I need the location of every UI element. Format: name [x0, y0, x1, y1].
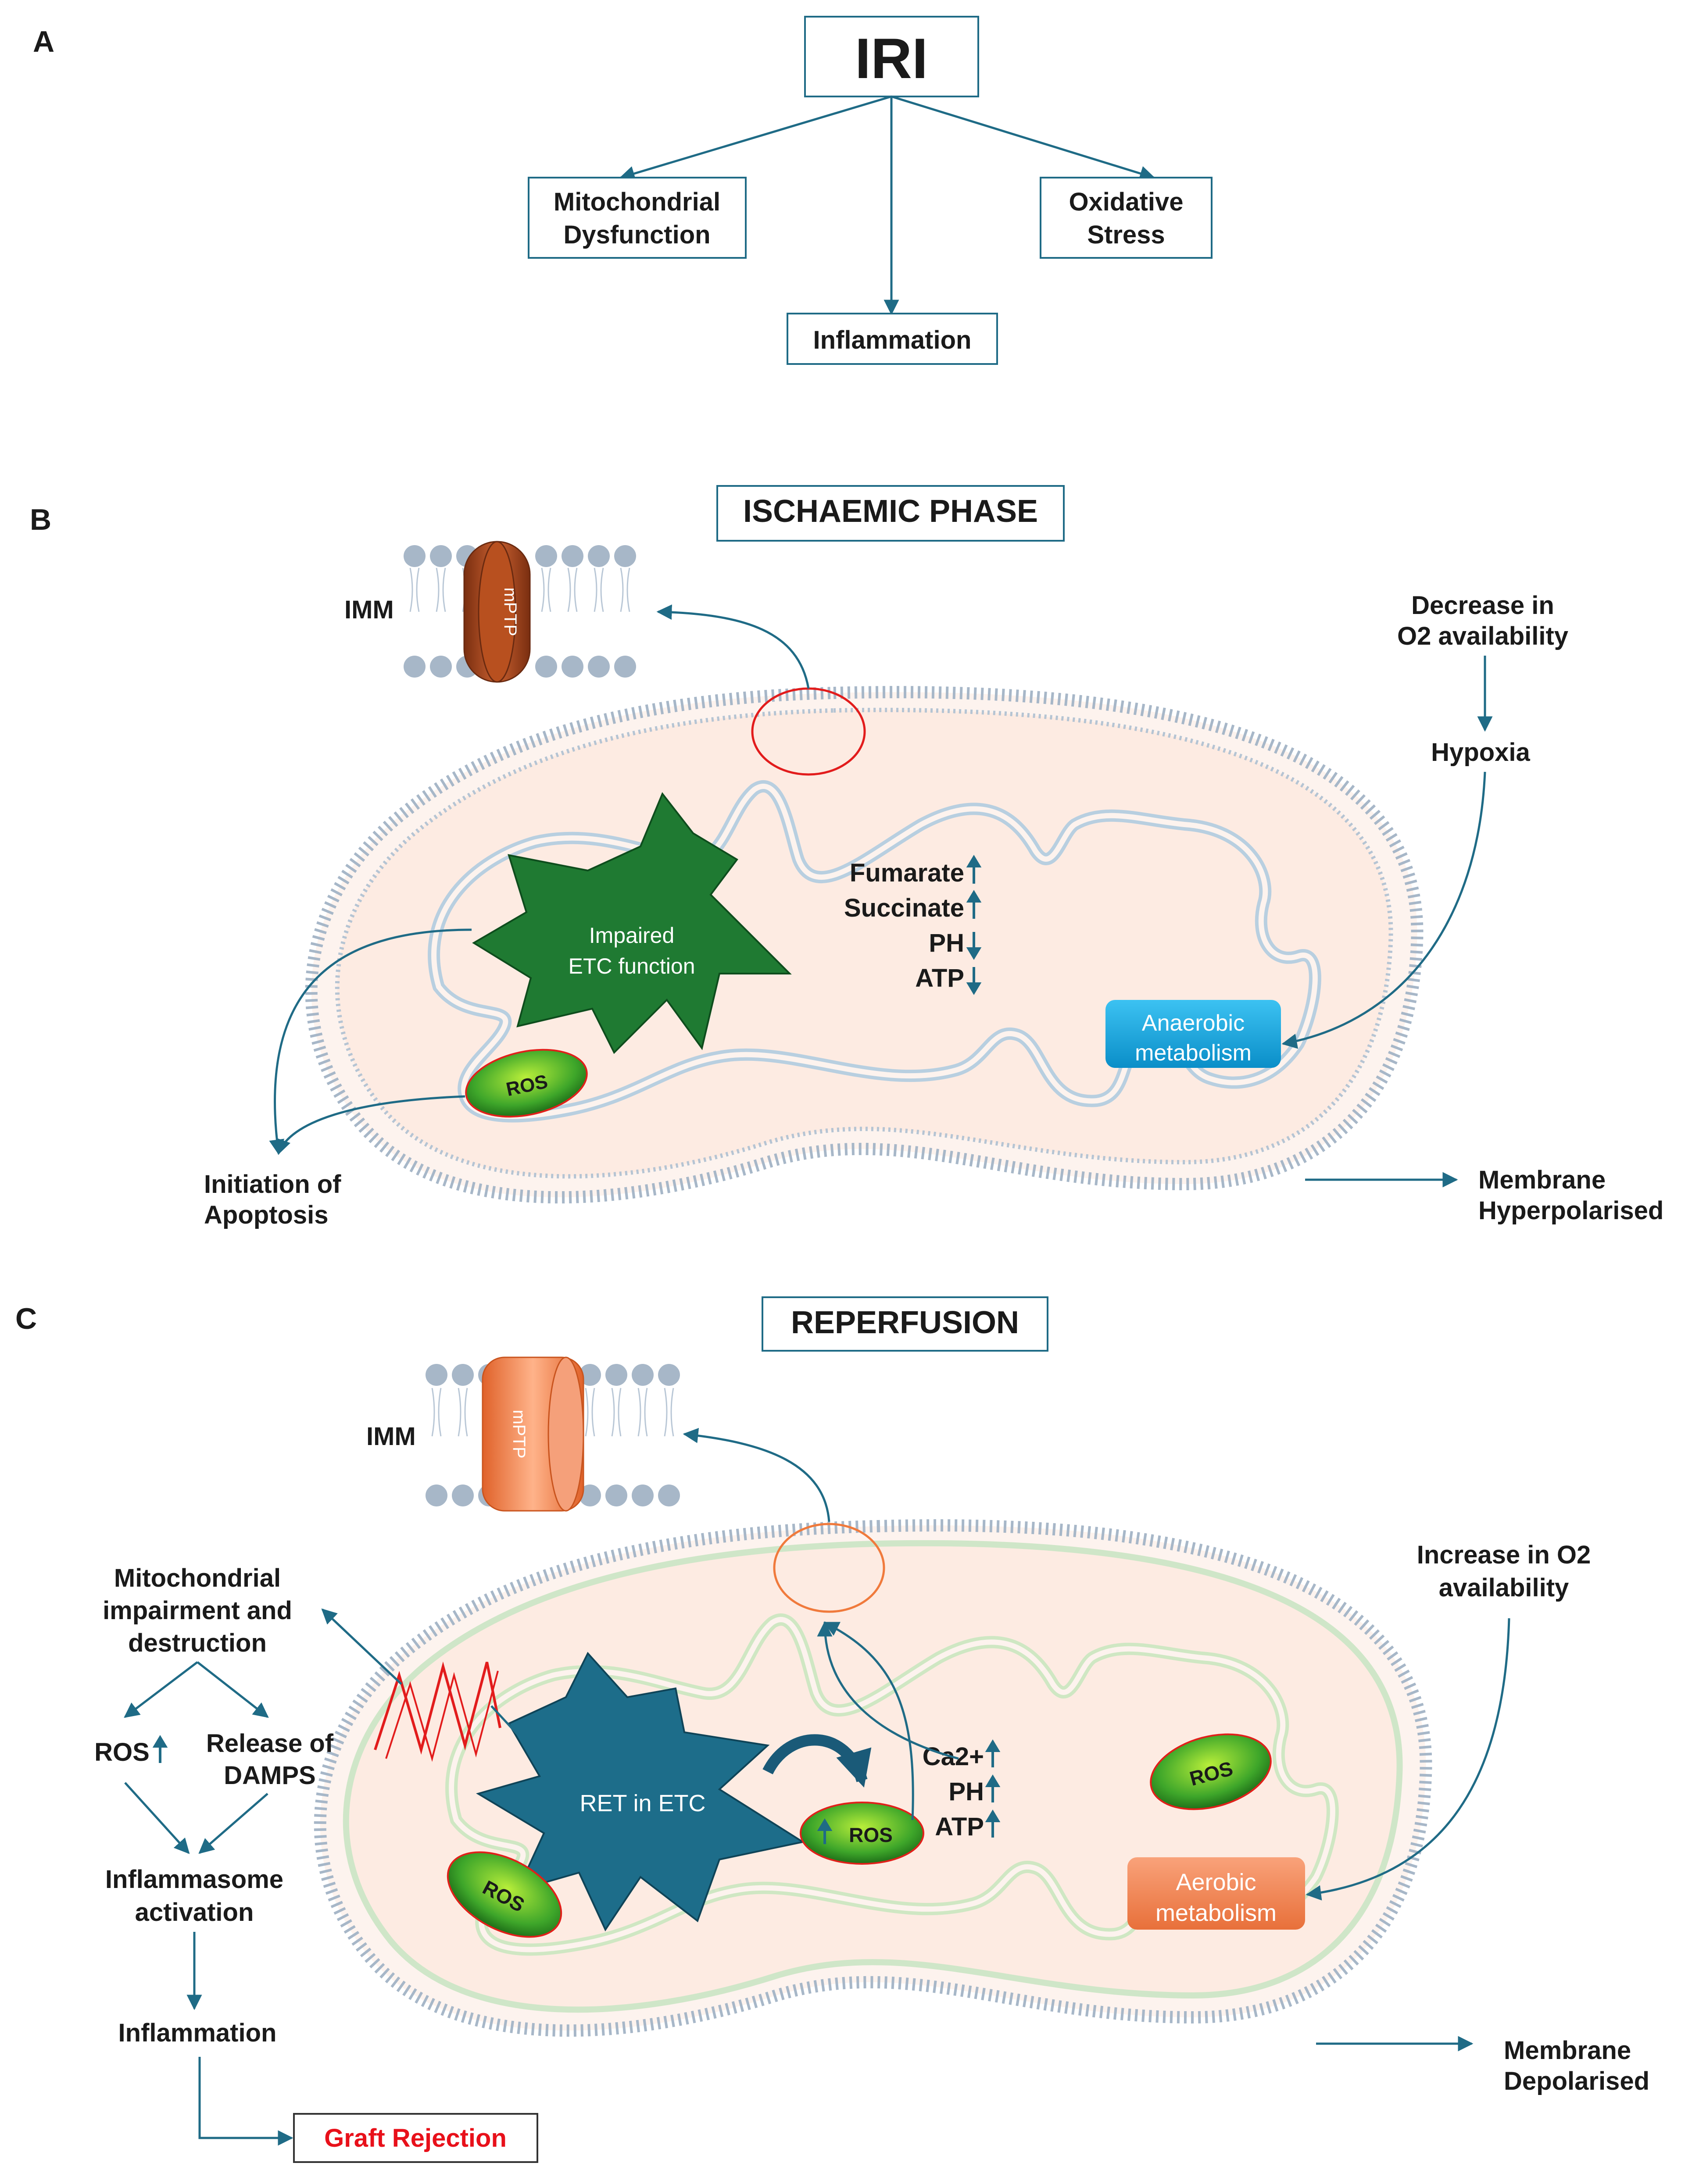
node-oxidative-stress: Oxidative Stress	[1040, 177, 1213, 259]
metabolite-atp: ATP	[915, 964, 964, 992]
metabolite-list-reperfusion: Ca2+ PH ATP	[923, 1739, 1001, 1841]
hypoxia-label: Hypoxia	[1431, 738, 1530, 767]
membrane-depolarised-label-2: Depolarised	[1504, 2067, 1649, 2095]
svg-text:Graft Rejection: Graft Rejection	[324, 2124, 507, 2152]
ros-left: ROS	[447, 1851, 562, 1938]
apoptosis-label-2: Apoptosis	[204, 1201, 329, 1229]
impairment-label-3: destruction	[128, 1629, 267, 1657]
metabolite-fumarate: Fumarate	[850, 859, 964, 887]
impairment-label-2: impairment and	[103, 1596, 292, 1625]
mitochondrion-ischaemic	[305, 686, 1424, 1204]
apoptosis-label: Initiation of	[204, 1170, 341, 1199]
aerobic-metabolism-box: Aerobic metabolism	[1127, 1857, 1305, 1930]
impairment-label: Mitochondrial	[114, 1564, 281, 1592]
svg-text:ETC function: ETC function	[568, 954, 695, 978]
ros-increase-arrow	[152, 1735, 168, 1763]
ret-to-ros-arrow	[762, 1734, 872, 1788]
svg-text:metabolism: metabolism	[1135, 1040, 1252, 1066]
membrane-hyperpolarised-label-2: Hyperpolarised	[1478, 1196, 1663, 1225]
metabolite-succinate: Succinate	[844, 894, 964, 922]
inflammation-label: Inflammation	[118, 2019, 277, 2047]
svg-text:mPTP: mPTP	[501, 587, 520, 636]
svg-text:Mitochondrial: Mitochondrial	[554, 188, 720, 216]
svg-text:RET in ETC: RET in ETC	[580, 1790, 705, 1816]
metabolite-ph-c: PH	[948, 1777, 984, 1806]
metabolite-atp-c: ATP	[935, 1813, 984, 1841]
svg-text:Anaerobic: Anaerobic	[1142, 1010, 1245, 1036]
mptp-pore-reperfusion: mPTP	[482, 1356, 584, 1512]
imm-label-ischaemic: IMM	[344, 596, 394, 624]
svg-text:ROS: ROS	[849, 1824, 893, 1846]
node-mitochondrial-dysfunction: Mitochondrial Dysfunction	[528, 177, 747, 259]
node-inflammation: Inflammation	[787, 313, 998, 365]
impaired-etc-star: Impaired ETC function	[472, 792, 792, 1054]
panel-a-letter: A	[33, 25, 54, 58]
inflammasome-label: Inflammasome	[105, 1865, 283, 1894]
ros-right: ROS	[1150, 1733, 1272, 1810]
reperfusion-title: REPERFUSION	[762, 1296, 1048, 1352]
imm-label-reperfusion: IMM	[366, 1422, 416, 1451]
ros-ret: ROS	[800, 1802, 924, 1865]
svg-text:REPERFUSION: REPERFUSION	[791, 1305, 1019, 1340]
svg-text:Aerobic: Aerobic	[1176, 1869, 1256, 1895]
o2-increase-label-2: availability	[1439, 1574, 1569, 1602]
imm-membrane-ischaemic	[404, 545, 636, 678]
mptp-pore-ischaemic: mPTP	[463, 541, 531, 683]
ros-increase-label: ROS	[94, 1738, 150, 1766]
o2-increase-label: Increase in O2	[1417, 1541, 1591, 1569]
metabolite-ph: PH	[929, 929, 964, 957]
arrows-ischaemic	[269, 604, 1493, 1188]
panel-c-letter: C	[15, 1302, 37, 1335]
arrows-reperfusion	[124, 1427, 1510, 2146]
anaerobic-metabolism-box: Anaerobic metabolism	[1105, 1000, 1281, 1068]
svg-text:ISCHAEMIC PHASE: ISCHAEMIC PHASE	[743, 494, 1038, 529]
o2-decrease-label-2: O2 availability	[1397, 622, 1568, 650]
graft-rejection-box: Graft Rejection	[293, 2113, 538, 2163]
svg-text:Oxidative: Oxidative	[1069, 188, 1183, 216]
membrane-hyperpolarised-label: Membrane	[1478, 1166, 1606, 1194]
svg-text:IRI: IRI	[855, 26, 928, 90]
ret-etc-star: RET in ETC	[476, 1652, 805, 1932]
iri-branches	[619, 95, 1155, 315]
o2-decrease-label: Decrease in	[1411, 591, 1554, 620]
inflammasome-label-2: activation	[135, 1898, 254, 1927]
svg-text:Inflammation: Inflammation	[813, 326, 972, 354]
panel-b-letter: B	[30, 503, 51, 536]
svg-text:Stress: Stress	[1087, 221, 1165, 249]
damps-label-2: DAMPS	[224, 1761, 315, 1790]
metabolite-list-ischaemic: Fumarate Succinate PH ATP	[844, 855, 982, 995]
iri-root-node: IRI	[804, 16, 979, 97]
svg-text:Impaired: Impaired	[589, 923, 675, 948]
svg-text:metabolism: metabolism	[1155, 1900, 1277, 1926]
svg-text:Dysfunction: Dysfunction	[563, 221, 710, 249]
damps-label: Release of	[206, 1729, 334, 1758]
svg-text:mPTP: mPTP	[509, 1410, 529, 1458]
ros-ischaemic: ROS	[465, 1049, 588, 1118]
ischaemic-phase-title: ISCHAEMIC PHASE	[716, 485, 1065, 542]
membrane-depolarised-label: Membrane	[1504, 2036, 1631, 2065]
